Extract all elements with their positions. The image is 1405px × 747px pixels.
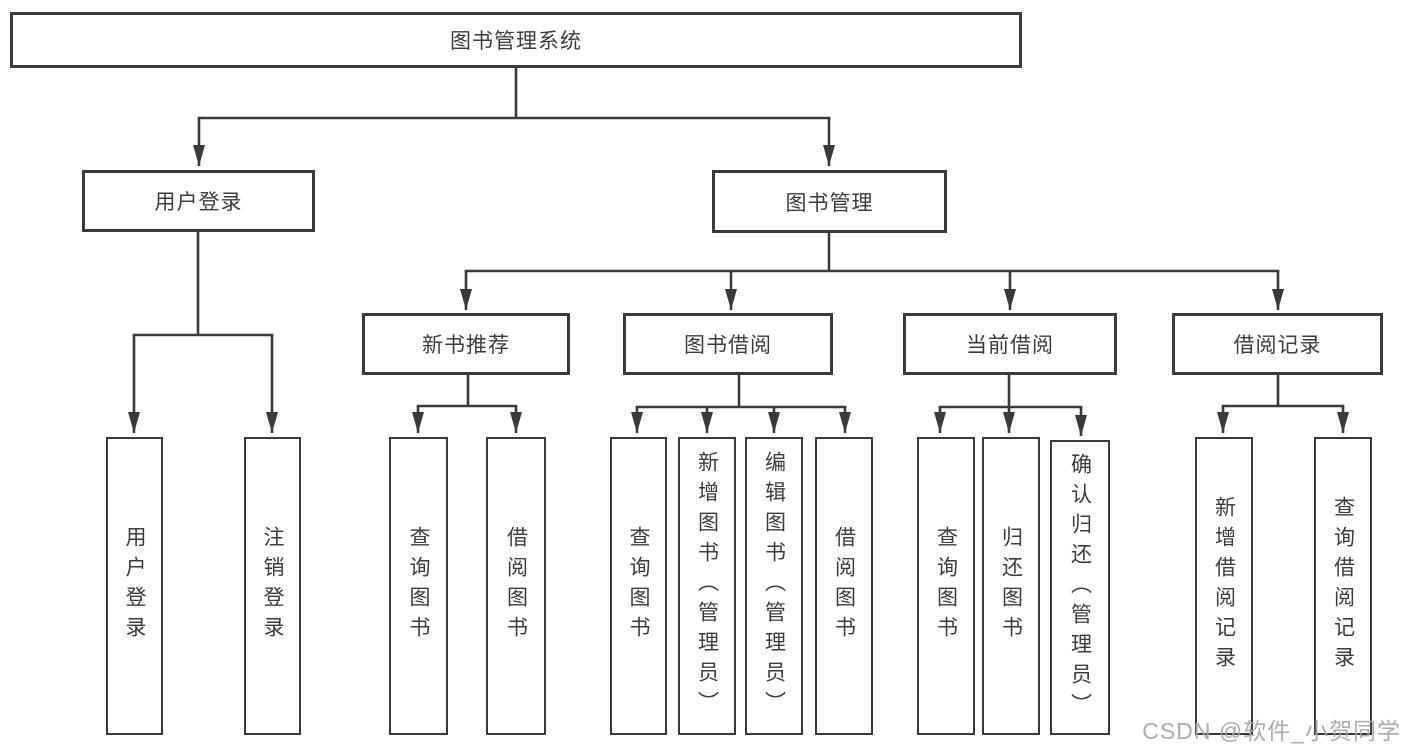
leaf-return-book: 归还图书 bbox=[982, 437, 1040, 735]
leaf-add-borrow-record: 新增借阅记录 bbox=[1195, 437, 1253, 735]
leaf-add-book-admin: 新增图书（管理员） bbox=[678, 437, 736, 735]
node-label: 用户登录 bbox=[123, 526, 146, 646]
node-label: 注销登录 bbox=[261, 526, 284, 646]
node-borrow-records: 借阅记录 bbox=[1172, 313, 1383, 375]
node-label: 借阅图书 bbox=[504, 526, 528, 646]
node-label: 新增图书（管理员） bbox=[695, 451, 719, 721]
node-label: 借阅记录 bbox=[1233, 334, 1322, 357]
node-label: 当前借阅 bbox=[966, 334, 1054, 357]
node-new-book-recommend: 新书推荐 bbox=[362, 313, 570, 375]
leaf-logout: 注销登录 bbox=[244, 437, 301, 735]
node-book-borrow: 图书借阅 bbox=[623, 313, 833, 375]
node-root-system: 图书管理系统 bbox=[10, 12, 1022, 68]
leaf-user-login: 用户登录 bbox=[106, 437, 163, 735]
node-label: 归还图书 bbox=[999, 526, 1023, 646]
node-label: 用户登录 bbox=[154, 191, 243, 214]
node-label: 确认归还（管理员） bbox=[1068, 452, 1092, 723]
leaf-borrow-book-recommend: 借阅图书 bbox=[486, 437, 546, 735]
node-label: 查询图书 bbox=[934, 526, 958, 646]
node-label: 编辑图书（管理员） bbox=[762, 451, 786, 721]
csdn-watermark: CSDN @软件_小贺同学 bbox=[1142, 718, 1401, 744]
node-label: 图书管理系统 bbox=[450, 30, 582, 53]
leaf-query-borrow-record: 查询借阅记录 bbox=[1314, 437, 1372, 735]
leaf-query-book-current: 查询图书 bbox=[917, 437, 975, 735]
node-label: 查询借阅记录 bbox=[1331, 496, 1355, 676]
node-current-borrow: 当前借阅 bbox=[903, 313, 1117, 375]
leaf-edit-book-admin: 编辑图书（管理员） bbox=[745, 437, 803, 735]
leaf-query-book-borrow: 查询图书 bbox=[610, 437, 667, 735]
node-label: 图书借阅 bbox=[684, 334, 772, 357]
leaf-query-book-recommend: 查询图书 bbox=[389, 437, 448, 735]
leaf-confirm-return-admin: 确认归还（管理员） bbox=[1050, 440, 1110, 735]
node-label: 图书管理 bbox=[785, 191, 874, 215]
node-label: 查询图书 bbox=[407, 526, 430, 646]
node-user-login: 用户登录 bbox=[82, 170, 315, 232]
node-label: 新增借阅记录 bbox=[1212, 496, 1236, 676]
node-label: 查询图书 bbox=[627, 526, 650, 646]
leaf-borrow-book: 借阅图书 bbox=[815, 437, 873, 735]
node-book-management: 图书管理 bbox=[712, 170, 947, 233]
node-label: 借阅图书 bbox=[832, 526, 856, 646]
node-label: 新书推荐 bbox=[422, 334, 510, 357]
